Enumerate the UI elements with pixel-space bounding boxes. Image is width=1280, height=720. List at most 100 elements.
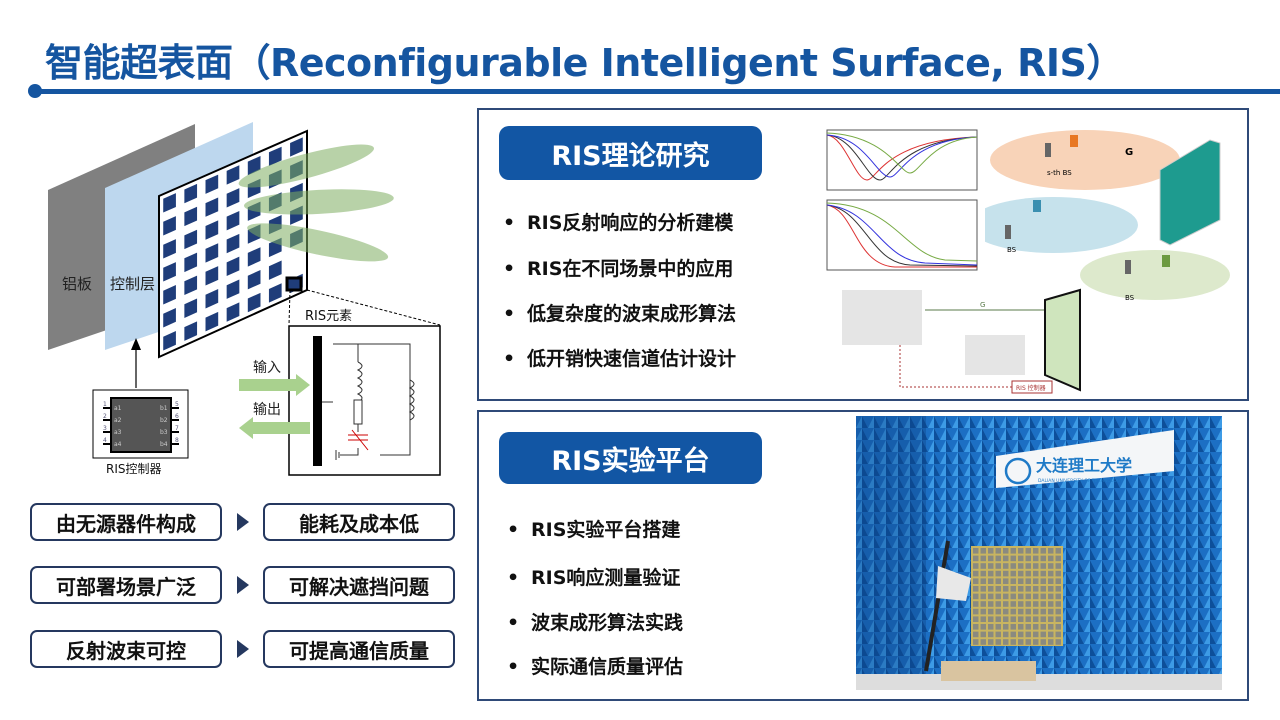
ris-unit-cell [247,247,261,267]
ris-unit-cell [226,165,240,185]
pin-label: a1 [114,405,122,412]
prototype-cell [1010,616,1016,622]
prototype-cell [1018,639,1024,645]
prototype-cell [1055,593,1061,600]
prototype-cell [1033,578,1039,584]
pin-label: b2 [160,417,168,424]
prototype-cell [1055,563,1061,569]
ris-unit-cell [163,216,176,236]
curve [826,132,978,174]
prototype-cell [995,578,1001,584]
arrow-right-icon [237,576,249,594]
curve [826,202,978,262]
prototype-cell [1025,555,1031,562]
arrow-up-icon [131,338,141,350]
prototype-cell [988,563,994,569]
scenario-zone [985,197,1138,253]
prototype-cell [1018,631,1024,638]
prototype-cell [1048,570,1054,577]
bs-label: BS [1125,294,1135,302]
bs-label: BS [1007,246,1017,254]
side-wall-shade [856,416,926,690]
prototype-cell [988,631,994,638]
prototype-cell [980,548,986,554]
prototype-cell [1003,639,1009,645]
pin-label: a4 [114,441,122,448]
prototype-cell [1048,624,1054,630]
prototype-cell [1018,601,1024,607]
prototype-cell [1018,555,1024,562]
prototype-cell [980,608,986,615]
prototype-cell [1055,586,1061,592]
prototype-cell [1033,548,1039,554]
university-sign [996,430,1174,488]
prototype-cell [1040,593,1046,600]
ris-unit-cell [268,146,282,166]
scenario-zone [1080,250,1230,300]
prototype-cell [1018,586,1024,592]
ris-unit-cell [163,239,176,259]
prototype-cell [1048,608,1054,615]
prototype-cell [1033,631,1039,638]
curve [826,204,977,268]
user-block [965,335,1025,375]
prototype-cell [1040,616,1046,622]
input-arrow-icon [239,374,310,396]
ris-unit-cell [205,220,219,240]
ris-unit-cell [205,311,219,332]
theory-item: •低开销快速信道估计设计 [503,348,737,370]
prototype-cell [980,578,986,584]
ris-unit-cell [226,210,240,231]
prototype-cell [1055,601,1061,607]
prototype-cell [1010,555,1016,562]
control-board [941,661,1036,681]
pin-label: b3 [160,429,168,436]
theory-item: •RIS在不同场景中的应用 [503,258,734,280]
prototype-cell [1010,639,1016,645]
prototype-cell [1018,563,1024,569]
experiment-item: •RIS实验平台搭建 [507,519,681,541]
prototype-cell [1055,631,1061,638]
prototype-cell [980,570,986,577]
university-logo-icon [1004,457,1032,485]
prototype-cell [980,593,986,600]
reflection-response-plots [826,129,978,271]
g-label: G [980,301,985,309]
ris-unit-cell [247,292,261,313]
ris-unit-cell [226,279,240,299]
prototype-cell [1040,601,1046,607]
arrow-right-icon [237,640,249,658]
prototype-cell [1033,555,1039,562]
output-label: 输出 [253,402,281,418]
prototype-cell [973,563,979,569]
title-bullet-dot [28,84,42,98]
ris-unit-cell [163,285,176,305]
prototype-cell [995,586,1001,592]
ris-unit-cell [268,260,282,280]
prototype-cell [1010,601,1016,607]
prototype-cell [1040,563,1046,569]
experiment-item: •RIS响应测量验证 [507,567,681,589]
prototype-cell [1010,586,1016,592]
prototype-cell [1003,555,1009,562]
feature-cause: 可部署场景广泛 [30,566,222,604]
prototype-cell [1025,608,1031,615]
prototype-cell [1048,586,1054,592]
prototype-cell [1040,548,1046,554]
floor [856,674,1222,690]
ris-unit-cell [184,229,198,250]
ris-unit-cell [226,188,240,208]
prototype-cell [973,593,979,600]
prototype-cell [1010,608,1016,615]
prototype-cell [1048,548,1054,554]
base-station-icon [1125,260,1131,274]
prototype-cell [973,586,979,592]
output-arrow-icon [239,417,310,439]
prototype-cell [1055,608,1061,615]
prototype-cell [1033,601,1039,607]
prototype-cell [1048,563,1054,569]
curve [826,134,978,181]
base-station-icon [1045,143,1051,157]
prototype-cell [995,563,1001,569]
